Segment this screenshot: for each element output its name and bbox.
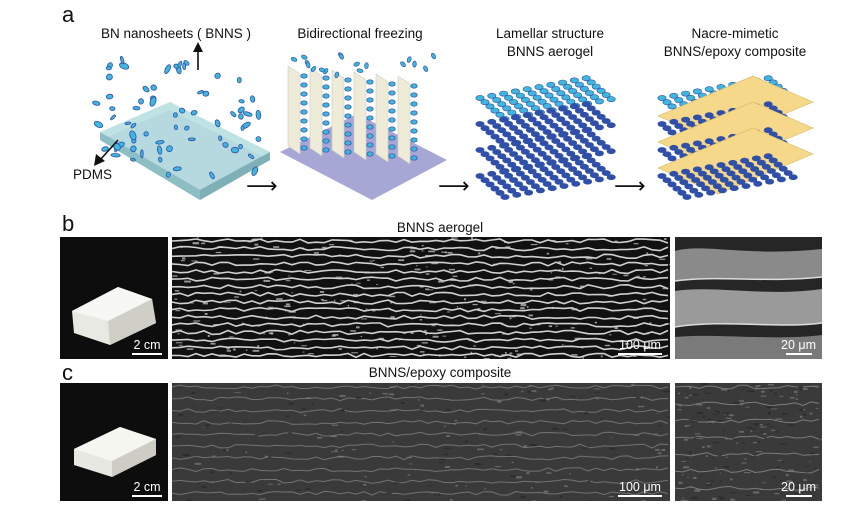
panel-c-title: BNNS/epoxy composite	[368, 365, 512, 380]
panel-b-title: BNNS aerogel	[396, 220, 484, 235]
aerogel-sem-low-mag: 100 μm	[172, 237, 670, 359]
panel-b-letter: b	[62, 211, 75, 236]
arrow-right-icon: ⟶	[246, 173, 278, 198]
pdms-label: PDMS	[73, 167, 113, 182]
scale-bar: 20 μm	[781, 480, 816, 497]
composite-photo: 2 cm	[60, 383, 168, 501]
step4-title-line2: BNNS/epoxy composite	[663, 44, 807, 59]
step4-title-line1: Nacre-mimetic	[691, 26, 779, 41]
composite-sem-low-mag: 100 μm	[172, 383, 670, 501]
step3-title-line1: Lamellar structure	[495, 26, 605, 41]
scale-bar: 20 μm	[781, 338, 816, 355]
composite-sem-high-mag: 20 μm	[675, 383, 822, 501]
scale-bar: 2 cm	[132, 338, 162, 355]
aerogel-photo: 2 cm	[60, 237, 168, 359]
step2-title: Bidirectional freezing	[297, 26, 423, 41]
bidirectional-freezing-illustration	[280, 52, 447, 200]
arrow-right-icon: ⟶	[614, 173, 646, 198]
panel-c-letter: c	[62, 360, 73, 385]
arrow-right-icon: ⟶	[438, 173, 470, 198]
aerogel-sem-high-mag: 20 μm	[675, 237, 822, 359]
scale-bar: 2 cm	[132, 480, 162, 497]
step1-title: BN nanosheets ( BNNS )	[100, 26, 252, 41]
nanosheet-dispersion-illustration	[92, 42, 270, 200]
step3-title-line2: BNNS aerogel	[506, 44, 594, 59]
nacre-composite-illustration	[657, 75, 814, 200]
scale-bar: 100 μm	[618, 480, 662, 497]
panel-a-letter: a	[62, 2, 75, 27]
lamellar-aerogel-illustration	[475, 75, 616, 200]
scale-bar: 100 μm	[618, 338, 662, 355]
